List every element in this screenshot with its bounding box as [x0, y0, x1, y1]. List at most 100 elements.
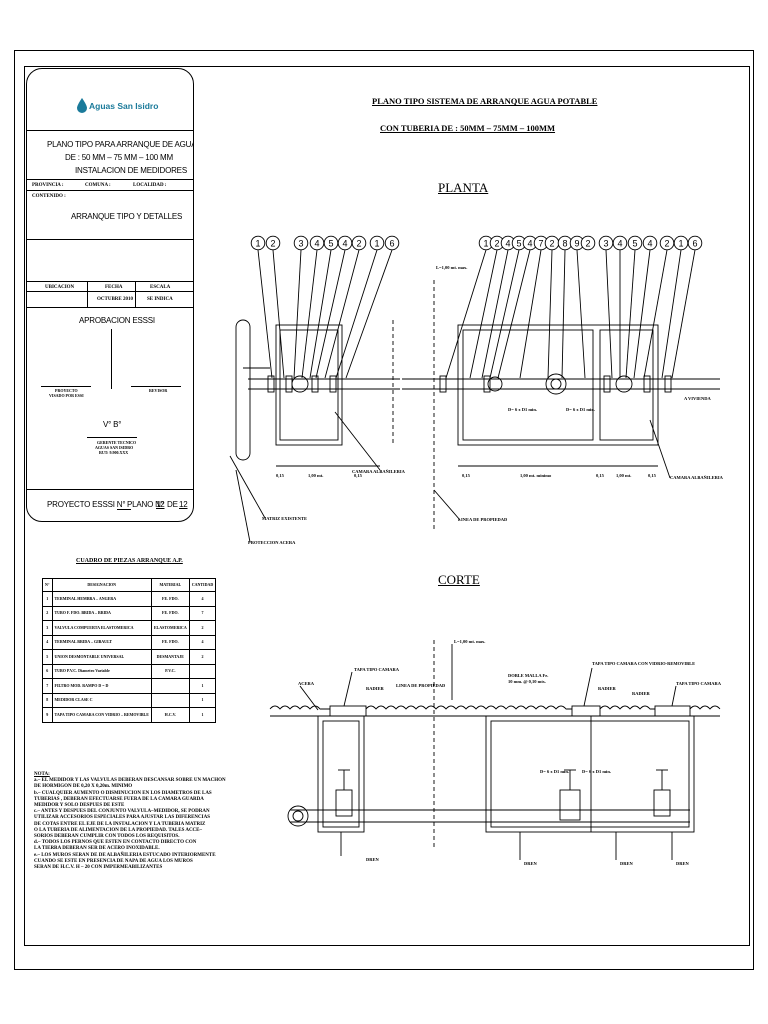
corte-dx-1: D= 6 x D1 min. — [540, 769, 569, 774]
corte-linea: LINEA DE PROPIEDAD — [396, 683, 446, 688]
pieces-header-cell: N° — [42, 578, 53, 592]
left-balloon-label-1: 1 — [255, 239, 260, 249]
mid-balloon-label-9: 9 — [574, 239, 579, 249]
table-cell: MEDIDOR CLASE C — [51, 692, 152, 708]
dx-2: D= 6 x D1 min. — [566, 407, 595, 412]
aprobacion-label: APROBACION ESSSI — [79, 316, 155, 325]
note-line: O LA TUBERIA DE ALIMENTACION DE LA PROPI… — [34, 827, 202, 833]
field-contenido: CONTENIDO : — [32, 194, 66, 199]
left-balloon-9 — [384, 235, 400, 251]
pieces-header-cell: MATERIAL — [150, 578, 190, 592]
table-cell: 1 — [188, 707, 217, 723]
drawing-frame — [24, 66, 750, 946]
label-proteccion: PROTECCION ACERA — [248, 540, 296, 545]
table-cell: 1 — [188, 692, 217, 708]
main-title-1: PLANO TIPO SISTEMA DE ARRANQUE AGUA POTA… — [372, 96, 598, 106]
camera-left-outer — [275, 324, 343, 446]
corte-tapa-1: TAPA TIPO CAMARA — [354, 667, 399, 672]
table-cell: 1 — [42, 591, 53, 607]
sig-rut: RUT: 9.900.XXX — [99, 450, 129, 455]
corte-dren-2: DREN — [524, 861, 537, 866]
left-balloon-1 — [250, 235, 266, 251]
right-balloon-label-2: 4 — [617, 239, 622, 249]
plano-label: PLANO N° — [127, 500, 164, 509]
note-line: SORIOS DEBERAN CUMPLIR CON TODOS LOS REQ… — [34, 834, 180, 840]
right-balloon-label-1: 3 — [603, 239, 608, 249]
value-fecha: OCTUBRE 2010 — [97, 297, 133, 302]
left-balloon-2 — [265, 235, 281, 251]
table-cell: P.V.C. — [150, 663, 190, 679]
table-cell: 9 — [42, 707, 53, 723]
proyecto-label: PROYECTO ESSSI N° — [47, 500, 126, 509]
note-line: MEDIDOR Y SOLO DESPUES DE ESTE — [34, 803, 125, 809]
note-line: d.– TODOS LOS PERNOS QUE ESTEN EN CONTAC… — [34, 840, 197, 846]
left-balloon-label-3: 3 — [298, 239, 303, 249]
label-a-vivienda: A VIVIENDA — [684, 396, 711, 401]
note-line: UTILIZAR ACCESORIOS ESPECIALES PARA AJUS… — [34, 815, 210, 821]
mid-balloon-label-3: 4 — [505, 239, 510, 249]
title-line-2: DE : 50 MM – 75 MM – 100 MM — [65, 153, 173, 162]
dim-5: 1,00 mt. minimo — [520, 473, 552, 478]
right-balloon-label-6: 1 — [678, 239, 683, 249]
left-balloon-label-5: 5 — [328, 239, 333, 249]
corte-dist: L=1,00 mt. max. — [454, 639, 486, 644]
pieces-header-cell: CANTIDAD — [188, 578, 217, 592]
table-cell: TUBO F. FDO. BRIDA – BRIDA — [51, 605, 152, 621]
sig-gerente: GERENTE TECNICO — [97, 440, 137, 445]
pieces-header-cell: DESIGNACION — [51, 578, 152, 592]
right-balloon-label-4: 4 — [647, 239, 652, 249]
right-balloon-label-7: 6 — [692, 239, 697, 249]
notes-heading: NOTA: — [34, 772, 50, 777]
table-cell: 7 — [42, 678, 53, 694]
dim-4: 0,15 — [462, 473, 470, 478]
note-line: SERAN DE H.C.V. H – 20 CON IMPERMEABILIZ… — [34, 865, 163, 871]
table-cell: H.C.V. — [150, 707, 190, 723]
note-line: CUANDO SE ESTE EN PRESENCIA DE NAPA DE A… — [34, 858, 193, 864]
note-line: DE HORMIGON DE 0,20 X 0,20m. MINIMO — [34, 784, 133, 790]
corte-acera: ACERA — [298, 681, 315, 686]
mid-balloon-label-8: 8 — [562, 239, 567, 249]
note-line: b.– CUALQUIER AUMENTO O DISMINUCION EN L… — [34, 790, 212, 796]
table-cell: 2 — [42, 605, 53, 621]
water-drop-icon — [77, 98, 87, 113]
corte-radier-3: RADIER — [632, 691, 650, 696]
header-fecha: FECHA — [105, 285, 123, 290]
note-line: e.– LOS MUROS SERAN DE DE ALBAÑILERIA ES… — [34, 852, 216, 858]
drawing-sheet-border — [14, 50, 754, 970]
logo-text: Aguas San Isidro — [89, 101, 159, 111]
title-line-3: INSTALACION DE MEDIDORES — [75, 166, 187, 175]
left-balloon-label-6: 4 — [342, 239, 347, 249]
table-cell: 5 — [42, 649, 53, 665]
right-balloon-label-3: 5 — [632, 239, 637, 249]
mid-balloon-label-2: 2 — [494, 239, 499, 249]
right-balloon-4 — [642, 235, 658, 251]
table-cell: FE. FDO. — [150, 605, 190, 621]
note-line: TUBERIAS , DEBERAN EFECTUARSE FUERA DE L… — [34, 796, 204, 802]
vb-label: V° B° — [103, 420, 122, 429]
right-balloon-7 — [687, 235, 703, 251]
table-cell: FE. FDO. — [150, 591, 190, 607]
label-camara-2: CAMARA ALBAÑILERIA — [670, 475, 723, 480]
table-cell: 2 — [188, 620, 217, 636]
label-dist-min: L=1,00 mt. max. — [436, 265, 468, 270]
left-balloon-3 — [293, 235, 309, 251]
corte-doble-malla-2: 10 mm. @ 0,10 mts. — [508, 679, 546, 684]
header-escala: ESCALA — [150, 285, 171, 290]
label-camara-1: CAMARA ALBAÑILERIA — [352, 469, 405, 474]
table-cell: 7 — [188, 605, 217, 621]
table-cell: 4 — [42, 634, 53, 650]
field-comuna: COMUNA : — [85, 183, 111, 188]
left-balloon-7 — [351, 235, 367, 251]
note-line: a.– EL MEDIDOR Y LAS VALVULAS DEBERAN DE… — [34, 778, 226, 784]
dim-7: 1,00 mt. — [616, 473, 632, 478]
left-balloon-label-7: 2 — [356, 239, 361, 249]
dx-1: D= 6 x D1 min. — [508, 407, 537, 412]
